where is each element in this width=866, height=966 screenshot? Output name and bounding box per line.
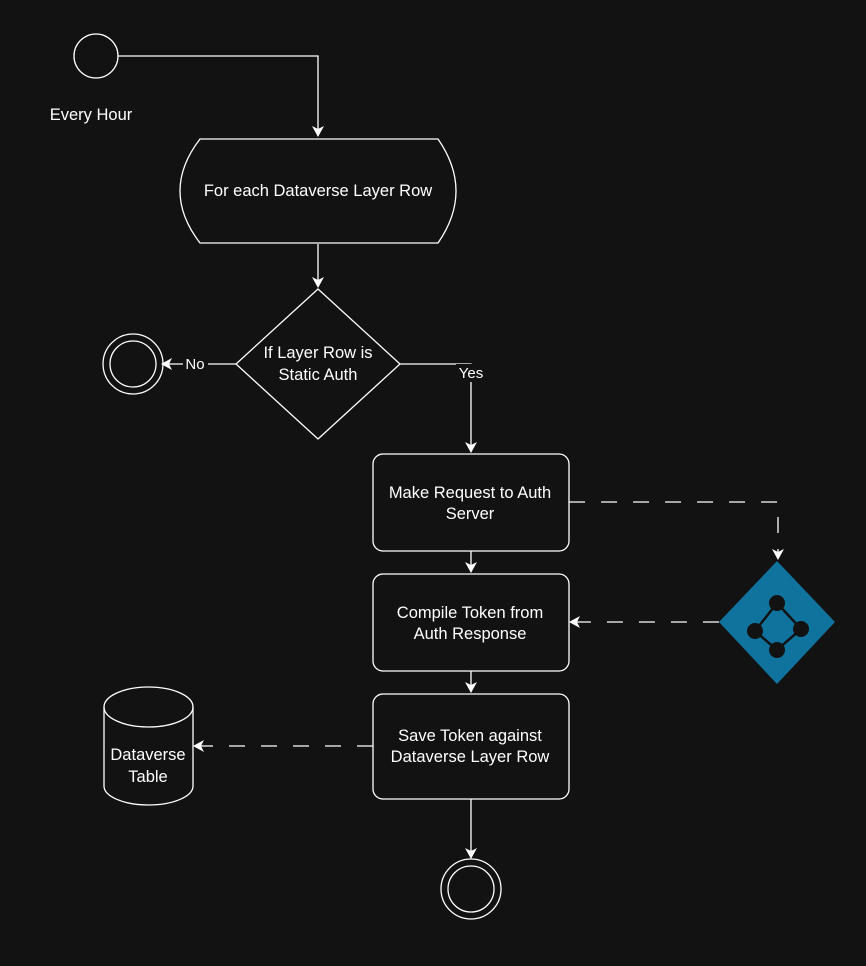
step-compile-line2: Auth Response	[414, 625, 527, 643]
step-save-line2: Dataverse Layer Row	[391, 748, 550, 766]
step-save-node	[372, 693, 570, 800]
end-node-final	[440, 858, 502, 920]
datastore-node	[103, 686, 194, 806]
step-request-line2: Server	[446, 505, 495, 523]
start-label: Every Hour	[50, 106, 133, 124]
decision-node	[235, 288, 401, 440]
end-node-final-inner	[447, 865, 495, 913]
edge-label-yes: Yes	[459, 365, 483, 382]
step-request-line1: Make Request to Auth	[389, 484, 551, 502]
step-request-node	[372, 453, 570, 552]
edge-label-no: No	[185, 356, 204, 373]
datastore-line2: Table	[128, 768, 167, 786]
start-node	[73, 33, 119, 79]
step-compile-node	[372, 573, 570, 672]
step-compile-line1: Compile Token from	[397, 604, 543, 622]
loop-label: For each Dataverse Layer Row	[204, 182, 432, 200]
decision-label-line2: Static Auth	[279, 366, 358, 384]
edge-request-to-auth-service	[569, 501, 784, 560]
edge-start-to-loop	[118, 55, 324, 137]
step-save-line1: Save Token against	[398, 727, 542, 745]
network-diamond-icon	[719, 561, 835, 684]
datastore-line1: Dataverse	[110, 746, 185, 764]
end-node-no	[102, 333, 164, 395]
loop-node	[179, 138, 457, 244]
decision-label-line1: If Layer Row is	[263, 344, 372, 362]
end-node-no-inner	[109, 340, 157, 388]
